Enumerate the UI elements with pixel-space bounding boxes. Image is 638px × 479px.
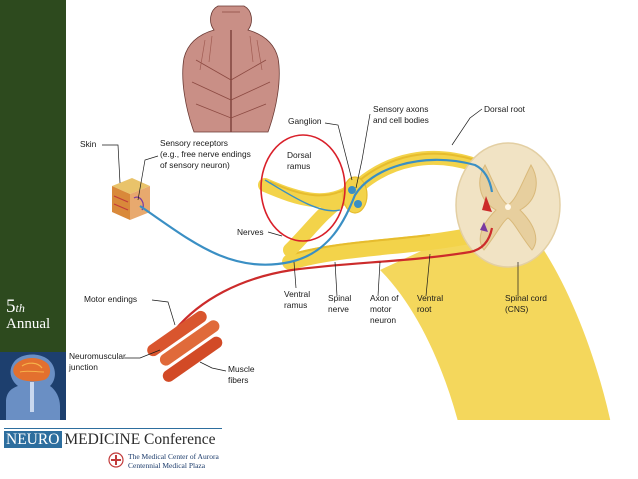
label-axon-motor-3: neuron [370,315,396,325]
ganglion-cell-body [354,200,362,208]
label-sensory-axons: Sensory axons [373,104,428,114]
footer-divider [4,428,222,429]
leader-lines [102,108,519,372]
label-neuromuscular: Neuromuscular [69,351,126,361]
label-motor-endings: Motor endings [84,294,137,304]
sensory-neuron-path [139,158,494,266]
spinal-cord-cross-section [455,142,561,268]
dorsal-ramus-highlight [260,134,346,242]
org-line-1: The Medical Center of Aurora [128,452,219,461]
label-axon-motor-2: motor [370,304,392,314]
label-sensory-receptors-2: (e.g., free nerve endings [160,149,251,159]
edition-word: Annual [6,316,51,332]
edition-label: 5th Annual [6,297,50,332]
label-sensory-receptors: Sensory receptors [160,138,228,148]
label-spinal-nerve-2: nerve [328,304,349,314]
hospital-logo-icon [108,452,124,468]
muscle-fibers [147,310,223,382]
diagram-labels: Skin Sensory receptors (e.g., free nerve… [68,104,547,385]
label-ventral-root-2: root [417,304,432,314]
brain-head-image [0,352,66,422]
nerve-sheaths [258,150,620,479]
motor-neuron-path [174,227,494,331]
label-muscle-fibers-2: fibers [228,375,248,385]
label-sensory-receptors-3: of sensory neuron) [160,160,230,170]
label-dorsal-root: Dorsal root [484,104,526,114]
label-sensory-axons-2: and cell bodies [373,115,429,125]
label-axon-motor: Axon of [370,293,399,303]
label-neuromuscular-2: junction [68,362,98,372]
label-dorsal-ramus: Dorsal [287,150,311,160]
ganglion-cell-body [348,186,356,194]
label-dorsal-ramus-2: ramus [287,161,310,171]
conference-prefix: NEURO [4,431,63,448]
back-muscles-illustration [182,5,280,133]
label-spinal-cord-2: (CNS) [505,304,528,314]
label-spinal-nerve: Spinal [328,293,351,303]
edition-suffix: th [15,301,25,315]
organization-text: The Medical Center of Aurora Centennial … [128,452,219,470]
label-spinal-cord: Spinal cord [505,293,547,303]
label-ganglion: Ganglion [288,116,322,126]
label-nerves: Nerves [237,227,264,237]
label-ventral-root: Ventral [417,293,443,303]
label-ventral-ramus-2: ramus [284,300,307,310]
skin-block [112,178,150,220]
footer [0,420,638,479]
edition-number: 5 [6,296,16,317]
conference-rest: MEDICINE Conference [64,431,216,448]
label-ventral-ramus: Ventral [284,289,310,299]
label-skin: Skin [80,139,97,149]
label-muscle-fibers: Muscle [228,364,255,374]
org-line-2: Centennial Medical Plaza [128,461,206,470]
